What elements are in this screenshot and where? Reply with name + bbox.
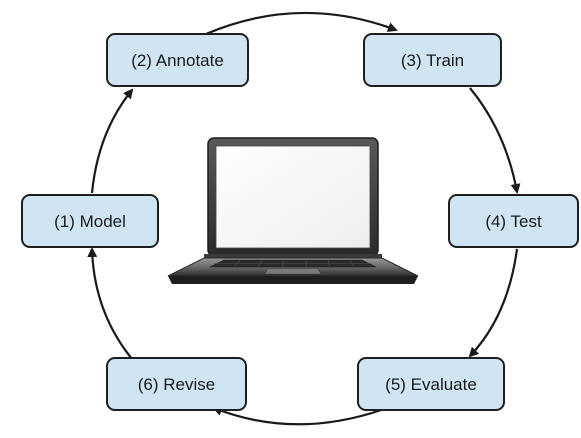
step-model: (1) Model <box>21 194 159 248</box>
arrow-test-to-evaluate <box>468 248 519 358</box>
step-label: (1) Model <box>54 212 126 231</box>
step-box <box>106 33 249 87</box>
step-box <box>21 194 159 248</box>
step-revise: (6) Revise <box>106 357 247 411</box>
step-annotate: (2) Annotate <box>106 33 249 87</box>
laptop-hinge <box>204 254 382 258</box>
step-label: (5) Evaluate <box>385 375 477 394</box>
arrow-evaluate-to-revise <box>212 403 396 426</box>
step-label: (4) Test <box>485 212 542 231</box>
step-train: (3) Train <box>363 33 502 87</box>
step-label: (3) Train <box>401 51 464 70</box>
cycle-arrows <box>87 11 521 426</box>
arrow-train-to-test <box>469 87 521 194</box>
arrow-annotate-to-train <box>205 11 398 36</box>
arrow-model-to-annotate <box>90 88 134 194</box>
step-evaluate: (5) Evaluate <box>357 357 505 411</box>
laptop-touchpad <box>264 268 322 275</box>
step-box <box>363 33 502 87</box>
laptop-screen <box>215 145 371 249</box>
step-label: (2) Annotate <box>131 51 224 70</box>
laptop-front-edge <box>168 276 418 284</box>
step-box <box>448 194 579 248</box>
laptop-icon <box>167 137 419 284</box>
keyboard-keys <box>214 259 372 268</box>
step-box <box>106 357 247 411</box>
step-label: (6) Revise <box>138 375 215 394</box>
arrow-revise-to-model <box>87 247 133 360</box>
step-box <box>357 357 505 411</box>
step-test: (4) Test <box>448 194 579 248</box>
